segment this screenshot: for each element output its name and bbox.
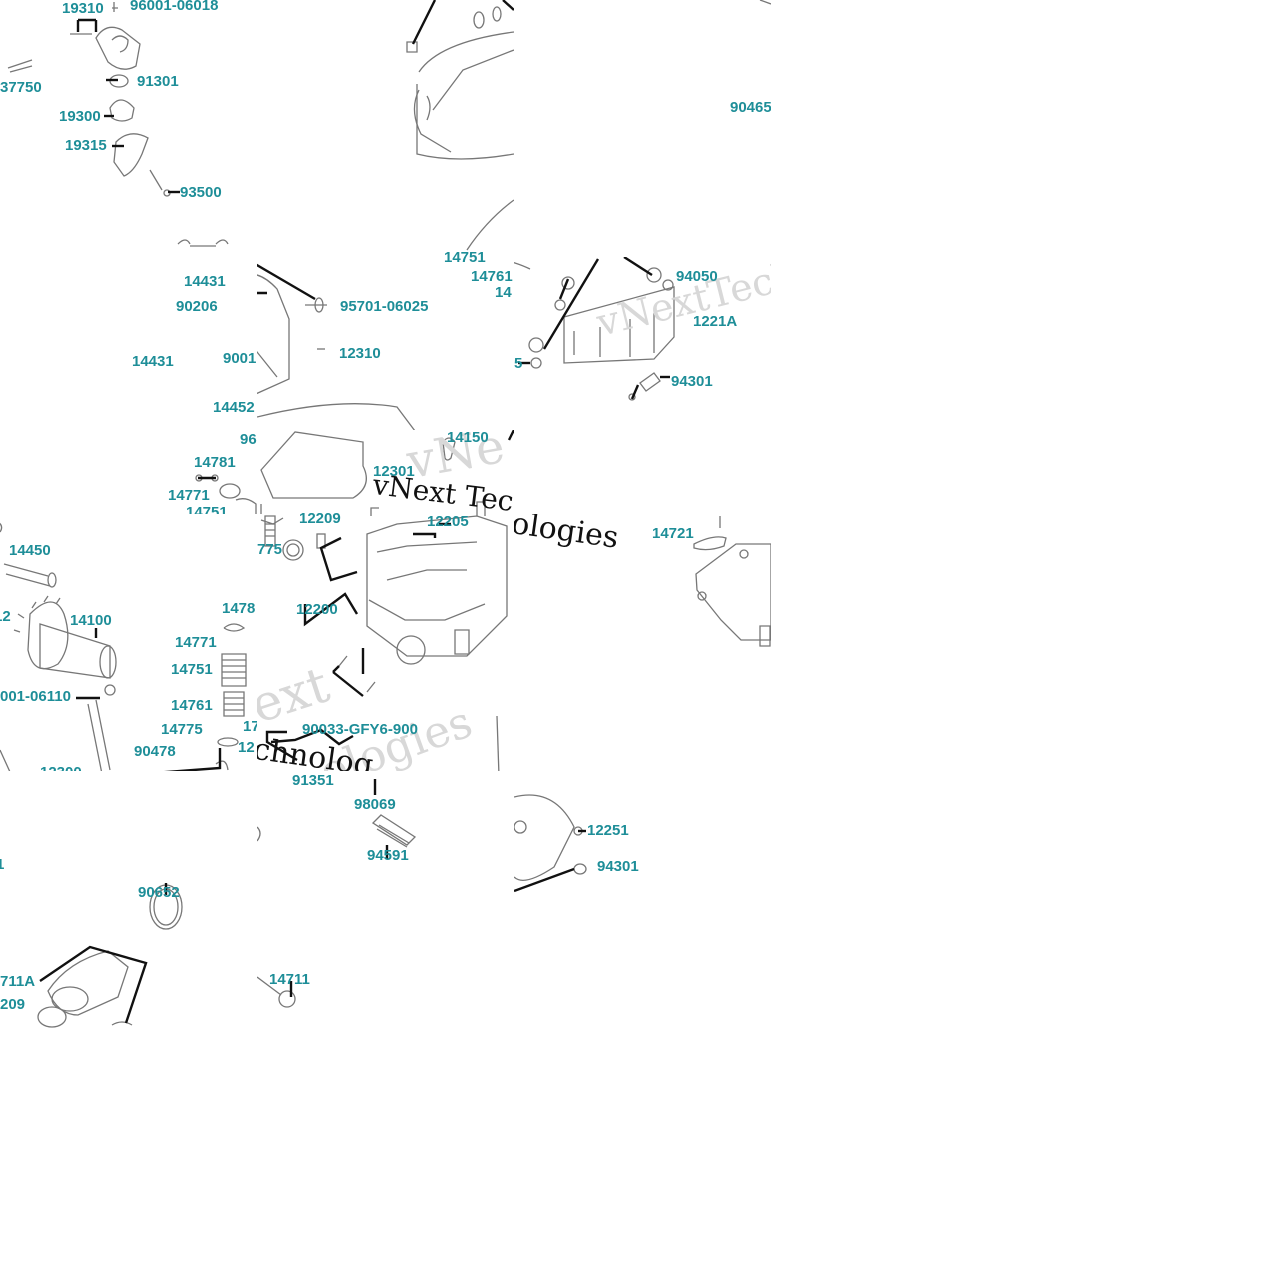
intake-line-art — [37, 883, 183, 1028]
part-label-1478: 1478 — [222, 600, 256, 617]
part-label-90652: 90652 — [138, 884, 180, 901]
part-label-14711: 14711 — [269, 971, 310, 988]
part-label-001-06110: 001-06110 — [0, 688, 71, 705]
tile-cylinder-head: vNe ext ologies 14150 12301 12209 12205 … — [257, 430, 514, 771]
part-label-14771-a: 14771 — [168, 487, 210, 504]
part-label-14-top: 14 — [495, 284, 512, 301]
part-label-93500: 93500 — [180, 184, 222, 201]
part-label-98069: 98069 — [354, 796, 396, 813]
valves-line-art — [257, 779, 417, 1008]
part-label-12301: 12301 — [373, 463, 415, 480]
part-label-14761: 14761 — [171, 697, 213, 714]
part-label-14721: 14721 — [652, 525, 694, 542]
part-label-1: 1 — [0, 856, 5, 873]
part-label-14150: 14150 — [447, 430, 489, 446]
part-label-19300: 19300 — [59, 108, 101, 125]
upper-right-line-art — [759, 0, 771, 5]
tile-head-gasket-lower: 12251 94301 — [514, 771, 771, 900]
part-label-12205: 12205 — [427, 513, 469, 530]
part-label-37750: 37750 — [0, 79, 42, 96]
tile-thermostat: 19310 96001-06018 37750 91301 19300 1931… — [0, 0, 257, 257]
part-label-90206: 90206 — [176, 298, 218, 315]
part-label-19315: 19315 — [65, 137, 107, 154]
part-label-91301: 91301 — [137, 73, 179, 90]
part-label-14775: 14775 — [161, 721, 203, 738]
part-label-14761-top: 14761 — [471, 268, 513, 285]
part-label-95701-06025: 95701-06025 — [340, 298, 429, 315]
part-label-775: 775 — [257, 541, 283, 558]
thermostat-line-art — [7, 2, 229, 247]
part-label-14751-top: 14751 — [444, 250, 486, 266]
tile-rocker-labels: 14431 90206 95701-06025 14431 9001 12310… — [130, 250, 514, 430]
part-label-1221A: 1221A — [693, 313, 738, 330]
part-label-96001-06018: 96001-06018 — [130, 0, 219, 14]
part-label-12200: 12200 — [296, 601, 338, 618]
part-label-90465: 90465 — [730, 99, 771, 116]
tile-valve-spring-top: 96 14781 14771 14751 — [0, 430, 257, 514]
part-label-12251: 12251 — [587, 822, 629, 839]
part-label-12310: 12310 — [339, 345, 381, 362]
part-label-14771: 14771 — [175, 634, 217, 651]
tile-intake: 1 90652 711A 209 — [0, 771, 257, 1028]
part-label-14751-a: 14751 — [186, 504, 228, 514]
tile-valves: 91351 98069 94591 14711 — [257, 771, 514, 1028]
part-label-94050: 94050 — [676, 268, 718, 285]
part-label-96: 96 — [240, 431, 257, 448]
cylinder-head-line-art — [260, 430, 514, 771]
part-label-12-b: 12 — [238, 739, 255, 756]
part-label-14751: 14751 — [171, 661, 213, 678]
part-label-9001: 9001 — [223, 350, 257, 367]
part-label-90478: 90478 — [134, 743, 176, 760]
part-label-12209: 12209 — [299, 510, 341, 527]
tile-camshaft: 14450 12 14100 1478 14771 14751 001-0611… — [0, 514, 257, 771]
part-label-19310: 19310 — [62, 0, 104, 17]
gasket-lower-line-art — [514, 794, 587, 893]
part-label-12300: 12300 — [40, 765, 82, 771]
camshaft-holder-line-art — [514, 257, 675, 401]
part-label-14431-b: 14431 — [132, 353, 174, 370]
part-label-91351: 91351 — [292, 772, 334, 789]
part-label-94301: 94301 — [671, 373, 713, 390]
part-label-14452: 14452 — [213, 399, 255, 416]
valve-spring-top-line-art — [195, 474, 257, 514]
part-label-209: 209 — [0, 996, 26, 1013]
part-label-12: 12 — [0, 608, 11, 625]
tile-upper-right: 90465 — [514, 0, 771, 257]
tile-camshaft-holder: vNextTechno 94050 1221A 5 94301 — [514, 257, 771, 514]
part-label-711A: 711A — [0, 973, 36, 990]
tile-head-gasket-upper: ologies 14721 — [514, 514, 771, 771]
part-label-5: 5 — [514, 355, 523, 372]
part-label-90033-gfy6-900: 90033-GFY6-900 — [302, 721, 418, 738]
part-label-14450: 14450 — [9, 542, 51, 559]
part-label-94301-b: 94301 — [597, 858, 639, 875]
tile-head-cover — [257, 0, 514, 257]
part-label-94591: 94591 — [367, 847, 409, 864]
head-cover-line-art — [406, 0, 514, 251]
part-label-14431-a: 14431 — [184, 273, 226, 290]
camshaft-line-art — [0, 522, 247, 771]
part-label-14100: 14100 — [70, 612, 112, 629]
part-label-17: 17 — [243, 718, 257, 735]
part-label-14781: 14781 — [194, 454, 236, 471]
gasket-upper-line-art — [693, 516, 771, 647]
